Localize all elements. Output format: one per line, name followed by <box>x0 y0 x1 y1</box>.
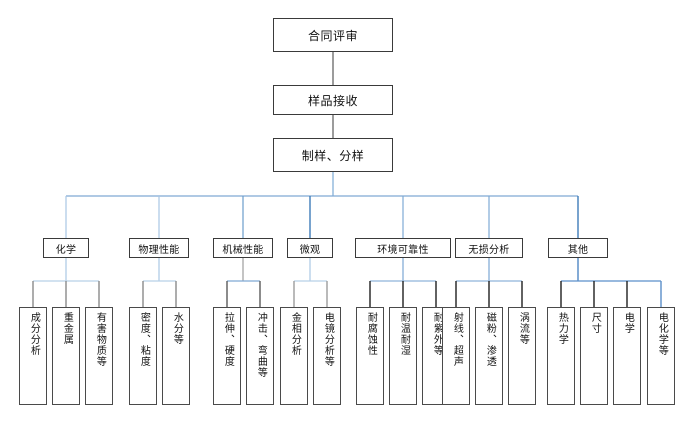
leaf-label: 涡流等 <box>517 312 529 345</box>
category-environmental-reliability[interactable]: 环境可靠性 <box>355 238 451 258</box>
leaf-label: 金相分析 <box>289 312 301 356</box>
leaf-label: 成分分析 <box>28 312 40 356</box>
leaf-label: 热力学 <box>556 312 568 345</box>
leaf-hazardous-substances[interactable]: 有害物质等 <box>85 307 113 405</box>
leaf-label: 电化学等 <box>656 312 668 356</box>
leaf-metallographic-analysis[interactable]: 金相分析 <box>280 307 308 405</box>
node-contract-review[interactable]: 合同评审 <box>273 18 393 52</box>
leaf-tensile-hardness[interactable]: 拉伸、硬度 <box>213 307 241 405</box>
leaf-label: 电学 <box>622 312 634 334</box>
leaf-composition-analysis[interactable]: 成分分析 <box>19 307 47 405</box>
leaf-temp-humidity-resistance[interactable]: 耐温耐湿 <box>389 307 417 405</box>
leaf-label: 重金属 <box>61 312 73 345</box>
leaf-label: 冲击、弯曲等 <box>255 312 267 378</box>
leaf-eddy-current[interactable]: 涡流等 <box>508 307 536 405</box>
node-label: 合同评审 <box>307 28 358 43</box>
leaf-label: 耐紫外等 <box>431 312 443 356</box>
category-label: 物理性能 <box>138 244 180 256</box>
category-physical-properties[interactable]: 物理性能 <box>129 238 189 258</box>
leaf-label: 电镜分析等 <box>322 312 334 367</box>
node-sample-preparation[interactable]: 制样、分样 <box>273 138 393 172</box>
node-label: 制样、分样 <box>301 148 365 163</box>
category-other[interactable]: 其他 <box>548 238 608 258</box>
leaf-electrical[interactable]: 电学 <box>613 307 641 405</box>
leaf-corrosion-resistance[interactable]: 耐腐蚀性 <box>356 307 384 405</box>
leaf-label: 水分等 <box>171 312 183 345</box>
leaf-heavy-metal[interactable]: 重金属 <box>52 307 80 405</box>
leaf-label: 耐腐蚀性 <box>365 312 377 356</box>
leaf-magnetic-penetrant[interactable]: 磁粉、渗透 <box>475 307 503 405</box>
category-label: 机械性能 <box>222 244 264 256</box>
category-label: 其他 <box>567 244 589 256</box>
leaf-label: 拉伸、硬度 <box>222 312 234 367</box>
node-sample-receiving[interactable]: 样品接收 <box>273 85 393 115</box>
category-label: 环境可靠性 <box>377 244 429 256</box>
leaf-label: 密度、粘度 <box>138 312 150 367</box>
category-label: 无损分析 <box>468 244 510 256</box>
category-mechanical-properties[interactable]: 机械性能 <box>213 238 273 258</box>
leaf-moisture[interactable]: 水分等 <box>162 307 190 405</box>
category-label: 微观 <box>299 244 321 256</box>
leaf-label: 磁粉、渗透 <box>484 312 496 367</box>
leaf-radiography-ultrasonic[interactable]: 射线、超声 <box>442 307 470 405</box>
leaf-label: 射线、超声 <box>451 312 463 367</box>
leaf-label: 尺寸 <box>589 312 601 334</box>
leaf-electron-microscopy[interactable]: 电镜分析等 <box>313 307 341 405</box>
leaf-label: 有害物质等 <box>94 312 106 367</box>
leaf-electrochemistry[interactable]: 电化学等 <box>647 307 675 405</box>
leaf-label: 耐温耐湿 <box>398 312 410 356</box>
category-nondestructive-testing[interactable]: 无损分析 <box>455 238 523 258</box>
node-label: 样品接收 <box>307 93 358 108</box>
category-microstructure[interactable]: 微观 <box>287 238 333 258</box>
leaf-thermodynamics[interactable]: 热力学 <box>547 307 575 405</box>
leaf-impact-bending[interactable]: 冲击、弯曲等 <box>246 307 274 405</box>
leaf-dimension[interactable]: 尺寸 <box>580 307 608 405</box>
category-label: 化学 <box>55 244 77 256</box>
leaf-density-viscosity[interactable]: 密度、粘度 <box>129 307 157 405</box>
category-chemistry[interactable]: 化学 <box>43 238 89 258</box>
